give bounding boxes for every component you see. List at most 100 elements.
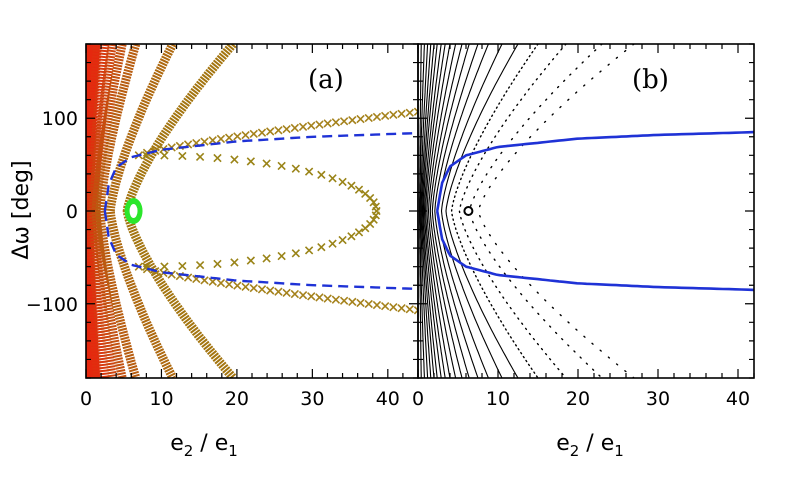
panel-a-x-marker	[348, 115, 357, 125]
panel-a-x-marker	[315, 120, 324, 129]
y-tick-label: 100	[42, 108, 78, 130]
panel-a-x-marker	[380, 301, 390, 311]
panel-a-x-marker	[195, 260, 205, 270]
panel-a-x-marker	[307, 292, 316, 301]
panel-a-x-tick-label: 20	[225, 388, 249, 410]
panel-a-center-hole	[129, 204, 138, 218]
panel-a-x-marker	[397, 109, 406, 118]
panel-b-open-orbit	[431, 44, 470, 378]
panel-a-x-marker	[317, 242, 326, 252]
panel-a-x-tick-label: 30	[300, 388, 324, 410]
y-tick-label: −100	[26, 294, 78, 316]
panel-a-x-marker	[328, 174, 337, 183]
panel-b-open-orbit	[429, 44, 463, 378]
panel-a-x-tick-label: 40	[376, 388, 400, 410]
panel-a-x-marker	[389, 110, 398, 119]
panel-b-label: (b)	[632, 65, 669, 95]
panel-a-x-marker	[389, 303, 398, 312]
panel-a-x-marker	[142, 148, 152, 157]
panel-a-x-marker	[246, 157, 256, 166]
panel-a-x-marker	[246, 256, 256, 265]
panel-b-x-tick-label: 30	[646, 388, 670, 410]
panel-a-x-marker	[262, 159, 271, 168]
panel-b-open-orbit	[434, 44, 479, 378]
panel-a-x-marker	[213, 153, 222, 163]
panel-a-x-marker	[323, 119, 332, 128]
panel-b-plot	[419, 44, 754, 378]
panel-a-x-marker	[200, 276, 209, 285]
panel-a-x-marker	[397, 304, 406, 313]
panel-b-x-axis-title: e2 / e1	[556, 431, 624, 460]
panel-a-x-marker	[290, 123, 299, 133]
panel-a-x-marker	[369, 215, 378, 224]
panel-a-open-orbit	[122, 44, 237, 378]
panel-a-x-marker	[274, 126, 283, 135]
panel-b-open-orbit	[477, 44, 635, 378]
panel-b-open-orbit	[427, 44, 457, 378]
panel-a-x-marker	[323, 294, 332, 303]
panel-a-x-marker	[282, 124, 291, 134]
panel-a-x-marker	[361, 189, 370, 198]
panel-a-x-marker	[338, 177, 347, 187]
panel-a-x-marker	[160, 262, 169, 271]
panel-a-x-marker	[216, 278, 226, 288]
panel-a-x-marker	[380, 111, 390, 121]
panel-a-label: (a)	[308, 65, 344, 95]
panel-a-x-marker	[230, 155, 239, 164]
panel-a-x-marker	[290, 289, 299, 299]
panel-a-x-marker	[413, 306, 418, 315]
panel-a-x-marker	[307, 121, 316, 130]
panel-a-x-marker	[338, 235, 347, 245]
panel-a-x-marker	[178, 261, 187, 271]
panel-a-x-marker	[241, 130, 250, 140]
panel-a-x-marker	[348, 297, 357, 307]
panel-a-x-marker	[317, 170, 326, 180]
panel-a-x-marker	[200, 137, 209, 146]
y-tick-label: 0	[66, 201, 78, 223]
panel-b-x-tick-label: 0	[412, 388, 424, 410]
panel-a-x-marker	[339, 117, 349, 126]
panel-a-x-marker	[216, 134, 226, 144]
panel-a-x-marker	[257, 128, 267, 137]
panel-b-open-orbit	[445, 44, 519, 378]
panel-a-x-tick-label: 0	[80, 388, 92, 410]
panel-a-x-marker	[304, 246, 314, 255]
panel-a-x-marker	[277, 251, 286, 261]
panel-a-separatrix-upper	[103, 131, 418, 212]
panel-a-x-marker	[405, 305, 414, 314]
panel-a-x-marker	[328, 239, 337, 248]
panel-a-x-marker	[262, 254, 271, 263]
panel-a-x-marker	[178, 151, 187, 161]
panel-a-x-marker	[266, 286, 275, 295]
panel-a-x-tick-label: 10	[149, 388, 173, 410]
panel-a-x-marker	[347, 232, 356, 241]
panel-a-x-marker	[354, 228, 364, 237]
panel-a-open-orbit	[95, 44, 141, 378]
y-axis-title: Δω [deg]	[9, 160, 34, 259]
panel-a-x-marker	[298, 291, 308, 300]
panel-a-x-marker	[277, 161, 286, 171]
panel-a-x-marker	[233, 281, 242, 290]
panel-a-x-marker	[405, 108, 414, 117]
panel-b-separatrix-upper	[435, 130, 754, 212]
panel-b-x-tick-label: 20	[566, 388, 590, 410]
panel-b-center-point	[463, 206, 474, 216]
panel-a-x-marker	[213, 259, 222, 269]
panel-a-x-marker	[413, 107, 418, 116]
panel-a-x-marker	[356, 114, 365, 124]
panel-a-x-marker	[233, 132, 242, 141]
panel-a-x-marker	[347, 181, 356, 190]
panel-b-open-orbit	[468, 44, 603, 378]
panel-a-plot	[86, 44, 418, 378]
panel-a-x-marker	[230, 258, 239, 267]
panel-b-open-orbit	[458, 44, 567, 378]
panel-a-x-marker	[364, 113, 373, 123]
panel-a-x-marker	[274, 287, 283, 296]
panel-b-open-orbit	[450, 44, 539, 378]
panel-a-x-marker	[291, 249, 300, 258]
panel-a-x-marker	[356, 298, 365, 308]
panel-a-x-marker	[142, 265, 152, 274]
panel-b-separatrix-lower	[435, 210, 754, 292]
